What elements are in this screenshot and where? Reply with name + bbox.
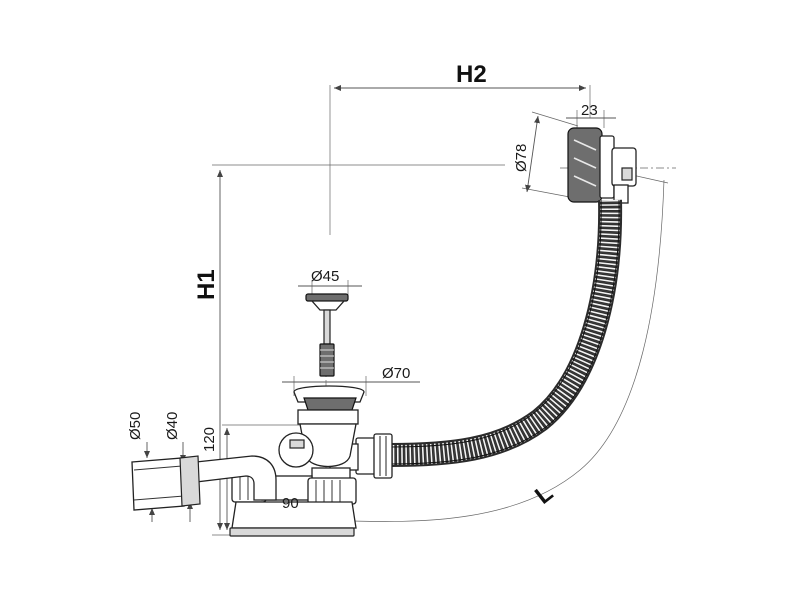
l-label: L [530, 479, 558, 509]
d78-dimension-line [525, 115, 540, 193]
d78-label: Ø78 [513, 144, 530, 172]
drain-plug [305, 293, 349, 377]
connector-nut [373, 433, 393, 479]
labels: H1 H2 L Ø78 23 Ø45 Ø70 Ø50 Ø40 120 90 [127, 61, 598, 512]
overflow-cap [567, 127, 603, 203]
connector-nut-left [355, 437, 377, 475]
outlet-elbow [195, 455, 277, 501]
corrugated-hose [389, 199, 623, 467]
plug-cap [305, 293, 349, 302]
d23-label: 23 [581, 102, 598, 119]
drain-bowl [278, 432, 314, 468]
h2-label: H2 [456, 61, 487, 88]
outlet-pipe [131, 455, 277, 511]
l-top-extension [631, 174, 669, 184]
drain-clip [289, 439, 305, 449]
drain-body [278, 385, 365, 481]
drain-nut [297, 409, 359, 425]
d78-top-extension [531, 111, 579, 127]
overflow-head [567, 127, 637, 204]
d120-label: 120 [201, 427, 218, 452]
d78-bottom-extension [521, 187, 576, 199]
l-dimension-curve [329, 179, 665, 522]
outlet-seal [179, 455, 201, 507]
d90-label: 90 [282, 495, 299, 512]
d50-label: Ø50 [127, 412, 144, 440]
trap-bowl [231, 501, 357, 529]
plug-spring [319, 343, 335, 377]
h1-label: H1 [193, 269, 220, 300]
d45-label: Ø45 [311, 268, 339, 285]
outlet-pipe-50 [131, 457, 185, 511]
plug-seal [310, 300, 346, 311]
d40-label: Ø40 [164, 412, 181, 440]
overflow-screw [621, 167, 633, 181]
drain-grid [303, 397, 357, 411]
trap-base [229, 527, 355, 537]
plug-stem [323, 309, 331, 345]
d70-label: Ø70 [382, 365, 410, 382]
